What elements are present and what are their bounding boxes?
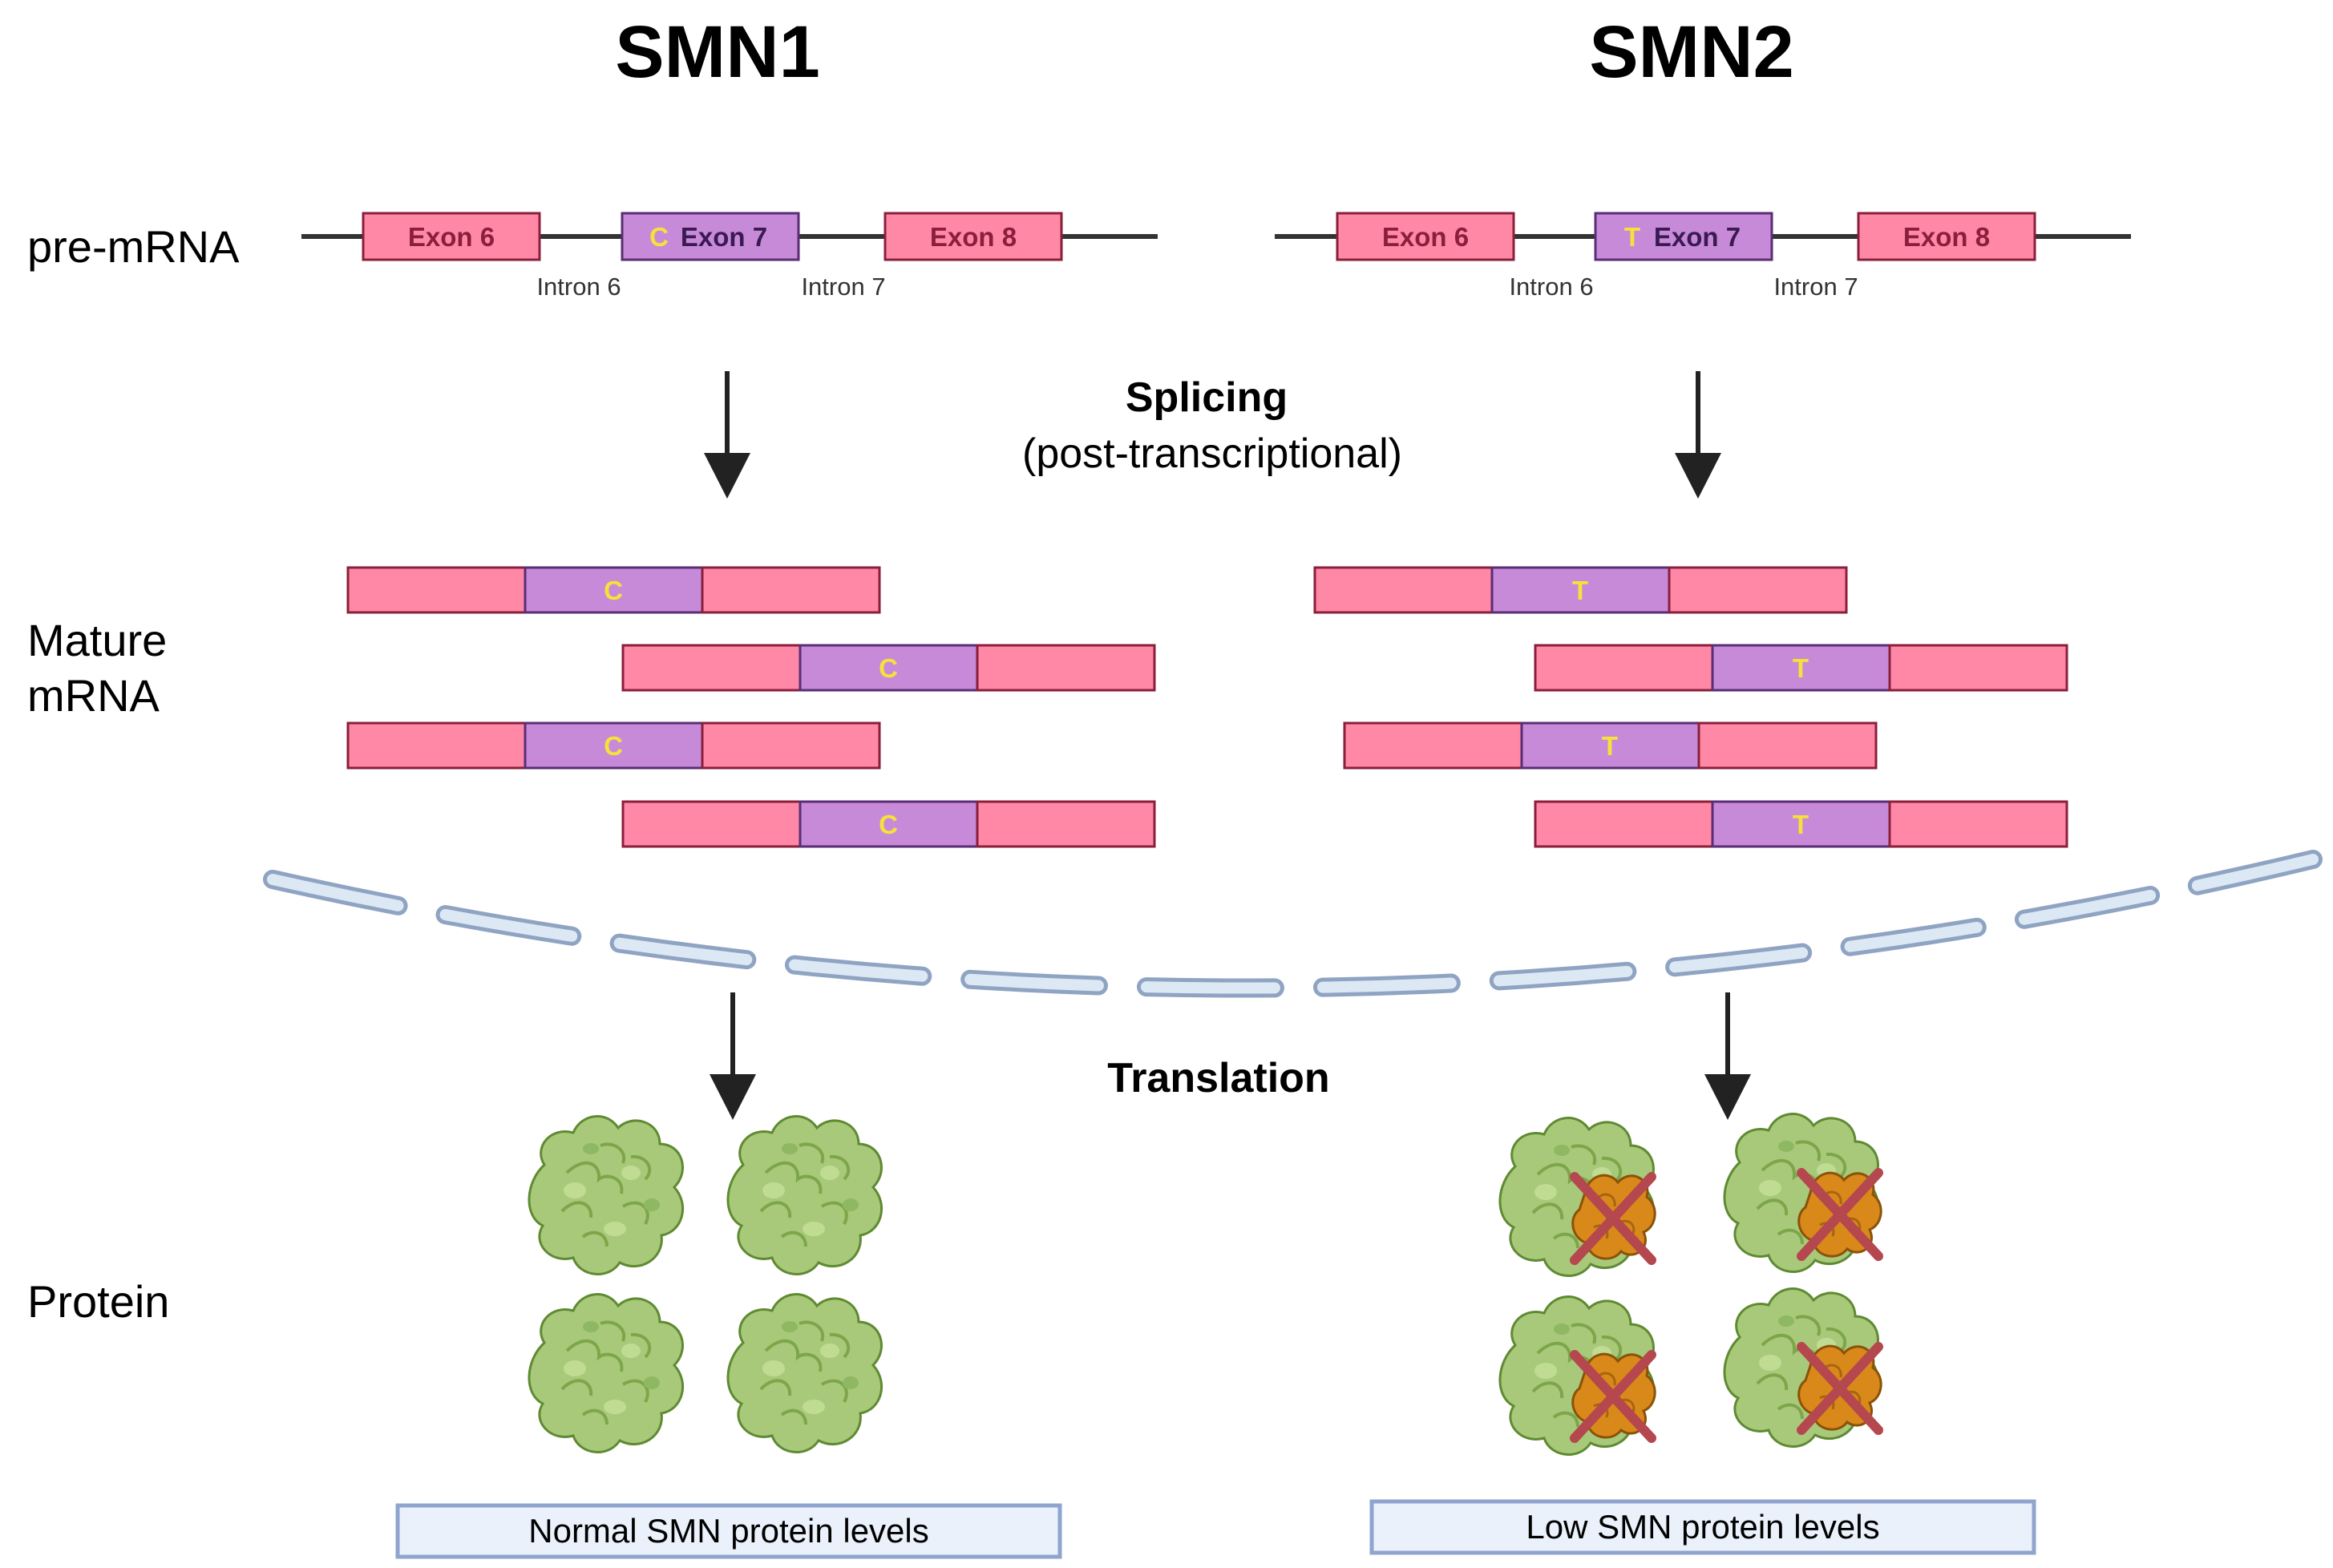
- caption-left-box: [395, 1503, 1062, 1559]
- translation-arrow-left: [710, 992, 756, 1120]
- smn1-mature-mrna-1: C: [346, 566, 881, 614]
- mrna-nucleotide: T: [1793, 810, 1809, 839]
- caption-left: Normal SMN protein levels: [395, 1503, 1062, 1559]
- ribosome-mrna-strand: [263, 850, 2323, 998]
- mrna-exon8: [1888, 800, 2068, 848]
- mrna-exon7: [1520, 721, 1700, 770]
- mrna-nucleotide: C: [604, 576, 623, 605]
- splicing-title: Splicing: [1126, 374, 1288, 421]
- smn1-exon8-label: Exon 8: [930, 222, 1017, 252]
- smn1-exon6: [362, 212, 541, 261]
- pre-mrna-label: pre-mRNA: [27, 221, 240, 272]
- mrna-exon8: [1697, 721, 1878, 770]
- mrna-exon6: [1534, 800, 1714, 848]
- smn2-exon7-label: Exon 7: [1654, 222, 1741, 252]
- mature-mrna-label-line1: Mature: [27, 615, 167, 665]
- mrna-exon6: [1313, 566, 1494, 614]
- folded-protein-icon: [527, 1114, 685, 1276]
- caption-right: Low SMN protein levels: [1369, 1499, 2036, 1555]
- smn2-exon6: [1336, 212, 1515, 261]
- mrna-nucleotide: C: [879, 810, 898, 839]
- mrna-nucleotide: C: [879, 653, 898, 683]
- mature-mrna-label-line2: mRNA: [27, 670, 160, 721]
- folded-protein-icon: [726, 1114, 883, 1276]
- down-arrow-icon: [710, 1074, 756, 1120]
- mrna-exon7: [1490, 566, 1671, 614]
- mrna-exon8: [976, 644, 1156, 692]
- smn2-mature-mrna-3: T: [1343, 721, 1878, 770]
- smn1-mature-mrna-3: C: [346, 721, 881, 770]
- protein-label: Protein: [27, 1276, 169, 1327]
- mrna-nucleotide: C: [604, 731, 623, 761]
- mrna-exon6: [346, 566, 527, 614]
- smn2-intron6-label: Intron 6: [1509, 273, 1593, 301]
- mrna-exon6: [1534, 644, 1714, 692]
- translation-arrow-right: [1704, 992, 1751, 1120]
- mrna-nucleotide: T: [1602, 731, 1618, 761]
- smn2-title: SMN2: [1589, 11, 1794, 93]
- smn1-proteins: [527, 1114, 883, 1454]
- strand-outline: [263, 850, 2323, 998]
- smn1-exon7: [621, 212, 800, 261]
- mrna-exon8: [976, 800, 1156, 848]
- mrna-exon6: [621, 800, 802, 848]
- splicing-arrow-right: [1675, 371, 1721, 499]
- caption-right-box: [1369, 1499, 2036, 1555]
- mrna-exon6: [346, 721, 527, 770]
- splicing-subtitle: (post-transcriptional): [1022, 430, 1402, 477]
- smn2-pre-mrna: Exon 6 T Exon 7 Exon 8 Intron 6 Intron 7: [1275, 212, 2131, 301]
- folded-protein-icon: [726, 1292, 883, 1454]
- smn1-exon6-label: Exon 6: [408, 222, 495, 252]
- folded-protein-icon: [527, 1292, 685, 1454]
- smn2-mature-mrna-2: T: [1534, 644, 2068, 692]
- smn1-intron6-label: Intron 6: [536, 273, 621, 301]
- smn1-exon8: [883, 212, 1063, 261]
- smn1-intron7-label: Intron 7: [801, 273, 885, 301]
- smn2-proteins: [1498, 1112, 1881, 1457]
- smn1-exon7-label: Exon 7: [681, 222, 767, 252]
- translation-title: Translation: [1107, 1055, 1329, 1101]
- smn1-pre-mrna: Exon 6 C Exon 7 Exon 8 Intron 6 Intron 7: [301, 212, 1158, 301]
- mrna-exon8: [1888, 644, 2068, 692]
- mrna-exon8: [1668, 566, 1848, 614]
- down-arrow-icon: [1704, 1074, 1751, 1120]
- mrna-nucleotide: T: [1572, 576, 1588, 605]
- caption-right-text: Low SMN protein levels: [1526, 1508, 1879, 1546]
- mrna-exon7: [1711, 644, 1891, 692]
- caption-left-text: Normal SMN protein levels: [528, 1512, 929, 1550]
- strand-fill: [267, 854, 2319, 994]
- smn2-exon6-label: Exon 6: [1382, 222, 1469, 252]
- smn1-title: SMN1: [615, 11, 820, 93]
- mrna-exon7: [799, 800, 979, 848]
- smn2-exon7: [1594, 212, 1773, 261]
- mrna-exon7: [1711, 800, 1891, 848]
- smn2-mature-mrna-4: T: [1534, 800, 2068, 848]
- smn2-intron7-label: Intron 7: [1773, 273, 1858, 301]
- mrna-exon6: [621, 644, 802, 692]
- mrna-nucleotide: T: [1793, 653, 1809, 683]
- mrna-exon6: [1343, 721, 1523, 770]
- smn1-mature-mrna-4: C: [621, 800, 1156, 848]
- smn1-mature-mrna-2: C: [621, 644, 1156, 692]
- smn1-exon7-nucleotide: C: [649, 222, 669, 252]
- splicing-arrow-left: [704, 371, 750, 499]
- smn2-mature-mrna-1: T: [1313, 566, 1848, 614]
- down-arrow-icon: [704, 453, 750, 499]
- smn2-exon8-label: Exon 8: [1903, 222, 1990, 252]
- mrna-exon8: [701, 721, 881, 770]
- smn2-exon8: [1857, 212, 2036, 261]
- down-arrow-icon: [1675, 453, 1721, 499]
- smn2-exon7-nucleotide: T: [1624, 222, 1640, 252]
- mrna-exon8: [701, 566, 881, 614]
